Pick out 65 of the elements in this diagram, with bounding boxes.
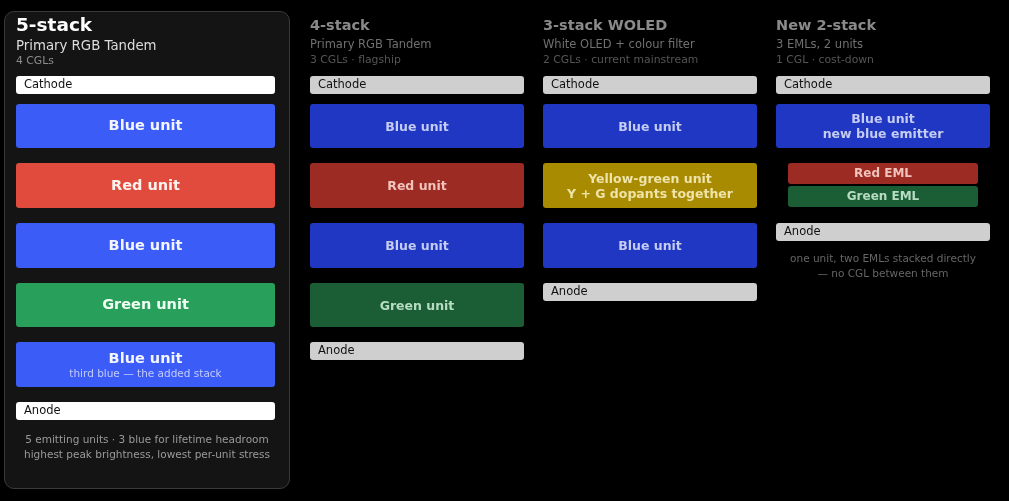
layer-label: Green unit: [102, 296, 189, 314]
layer-caption: Y + G dopants together: [567, 185, 733, 201]
electrode-layer: [776, 76, 990, 94]
stack-subtitle: Primary RGB Tandem: [310, 38, 432, 52]
layer-label: Yellow-green unit: [588, 170, 712, 186]
stack-title: 4-stack: [310, 17, 370, 35]
layer-label: Green EML: [846, 189, 920, 204]
emitter-unit: [543, 104, 757, 148]
emitter-unit: [16, 163, 275, 208]
stack-meta: 4 CGLs: [16, 55, 54, 68]
stack-subtitle: 3 EMLs, 2 units: [776, 38, 864, 52]
layer-label: Anode: [551, 285, 588, 299]
layer-label: Red unit: [387, 178, 447, 193]
layer-label: Blue unit: [618, 238, 682, 253]
emitter-unit: [310, 104, 524, 148]
layer-label: Cathode: [318, 78, 367, 92]
layer-caption: third blue — the added stack: [69, 366, 222, 380]
stack-note: highest peak brightness, lowest per-unit stress: [24, 447, 270, 462]
emitter-unit: [310, 163, 524, 208]
layer-label: Blue unit: [108, 349, 183, 367]
layer-label: Cathode: [784, 78, 833, 92]
layer-label: Blue unit: [618, 118, 682, 134]
stack-meta: 3 CGLs · flagship: [310, 54, 401, 67]
stack-meta: 2 CGLs · current mainstream: [543, 54, 699, 67]
electrode-layer: [16, 402, 275, 420]
emission-layer: [788, 186, 978, 207]
layer-label: Red unit: [111, 176, 180, 195]
emitter-unit: [310, 283, 524, 327]
stack-title: 5-stack: [16, 14, 93, 37]
stack-subtitle: White OLED + colour filter: [543, 38, 695, 52]
electrode-layer: [543, 76, 757, 94]
emitter-unit: [16, 104, 275, 148]
electrode-layer: [310, 76, 524, 94]
emitter-unit: [16, 283, 275, 327]
electrode-layer: [776, 223, 990, 241]
stack-note: one unit, two EMLs stacked directly — no CGL between them: [789, 251, 977, 281]
layer-caption: new blue emitter: [822, 126, 944, 141]
emitter-unit: [776, 104, 990, 148]
stack-meta: 1 CGL · cost-down: [776, 54, 874, 67]
emitter-unit: [16, 223, 275, 268]
layer-label: Cathode: [551, 78, 600, 92]
layer-label: Blue unit: [385, 118, 449, 134]
stack-subtitle: Primary RGB Tandem: [16, 38, 157, 54]
layer-label: Blue unit: [385, 238, 449, 253]
electrode-layer: [16, 76, 275, 94]
emitter-unit: [310, 223, 524, 268]
stack-panel: [4, 11, 290, 489]
layer-label: Green unit: [379, 297, 455, 313]
electrode-layer: [310, 342, 524, 360]
stack-title: New 2-stack: [776, 17, 877, 35]
layer-label: Blue unit: [108, 117, 183, 135]
layer-label: Anode: [318, 344, 355, 358]
layer-label: Red EML: [854, 166, 912, 181]
emitter-unit: [543, 223, 757, 268]
emission-layer: [788, 163, 978, 184]
layer-label: Cathode: [24, 78, 73, 92]
stack-title: 3-stack WOLED: [543, 17, 668, 35]
layer-label: Blue unit: [108, 236, 183, 255]
layer-label: Blue unit: [851, 111, 915, 126]
electrode-layer: [543, 283, 757, 301]
emitter-unit: [16, 342, 275, 387]
stack-note: 5 emitting units · 3 blue for lifetime headroom: [25, 432, 269, 447]
layer-label: Anode: [784, 225, 821, 239]
emitter-unit: [543, 163, 757, 208]
layer-label: Anode: [24, 404, 61, 418]
